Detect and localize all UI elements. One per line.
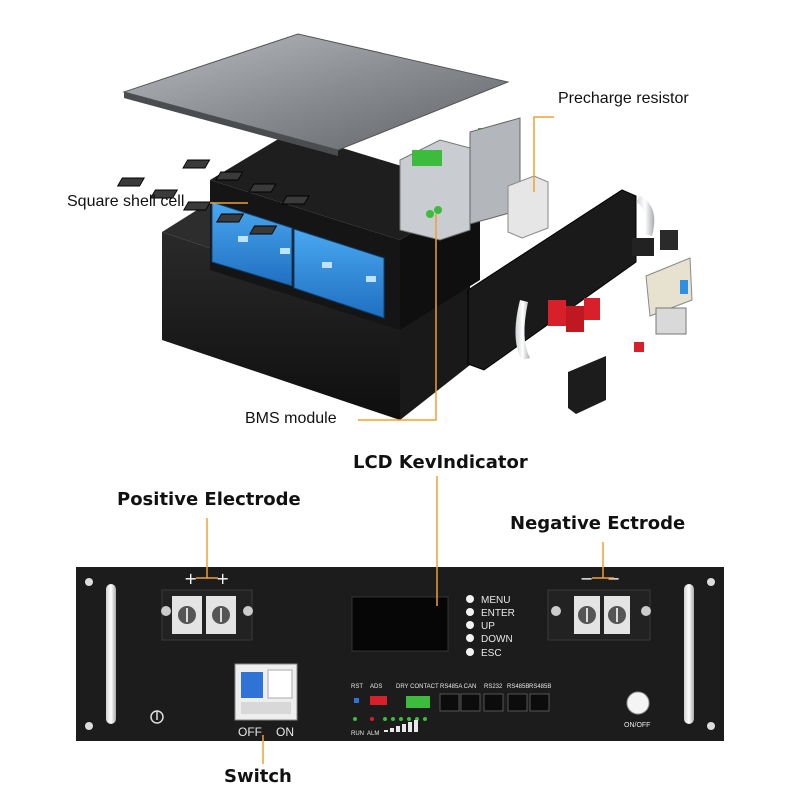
- ads-dip-switch[interactable]: [370, 696, 387, 705]
- top-lid-edge: [124, 92, 338, 156]
- connector-part: [660, 230, 678, 250]
- rack-hole: [85, 578, 93, 586]
- bms-connector: [434, 206, 442, 214]
- rs485a-can-label: RS485A CAN: [440, 684, 476, 690]
- bms-pcb: [412, 150, 442, 166]
- terminal-block: [655, 307, 687, 335]
- cell-busbars: [116, 159, 310, 235]
- negative-terminal: [547, 589, 651, 641]
- enter-button[interactable]: [466, 608, 474, 616]
- down-button[interactable]: [466, 634, 474, 642]
- negative-electrode-label: Negative Ectrode: [510, 513, 686, 534]
- menu-button[interactable]: [466, 595, 474, 603]
- precharge-resistor-label: Precharge resistor: [558, 90, 689, 107]
- square-shell-cell: [211, 201, 293, 287]
- circuit-breaker[interactable]: [234, 663, 298, 721]
- bms-connector: [426, 210, 434, 218]
- rack-ear-right: [698, 567, 724, 741]
- front-plate: [467, 189, 637, 371]
- rs232-label: RS232: [484, 684, 503, 690]
- switch-label: Switch: [224, 766, 292, 787]
- battery-enclosure: [162, 232, 400, 420]
- panel-handle-left: [106, 584, 116, 724]
- callout-leaders-top: [210, 116, 554, 421]
- rs485a-port[interactable]: [439, 693, 460, 712]
- callout-leaders-bottom: [196, 476, 614, 764]
- esc-button[interactable]: [466, 648, 474, 656]
- panel-handle-right: [684, 584, 694, 724]
- power-button-label: ON/OFF: [624, 722, 650, 729]
- power-button[interactable]: [626, 691, 650, 715]
- rs232-port[interactable]: [483, 693, 504, 712]
- lcd-screen: [351, 596, 449, 652]
- connector-part: [632, 238, 654, 256]
- display-module: [568, 356, 606, 414]
- rack-ear-left: [76, 567, 102, 741]
- alm-led-label: ALM: [367, 731, 379, 737]
- rs485b-port[interactable]: [507, 693, 528, 712]
- precharge-resistor: [507, 175, 549, 239]
- can-port[interactable]: [460, 693, 481, 712]
- ads-label: ADS: [370, 684, 382, 690]
- rack-hole: [85, 722, 93, 730]
- bms-module-label: BMS module: [245, 410, 337, 427]
- rear-handle: [636, 196, 655, 236]
- positive-terminal: [161, 589, 253, 641]
- square-shell-cell-label: Square shell cell: [67, 193, 185, 210]
- enter-button-label: ENTER: [481, 608, 515, 619]
- menu-button-label: MENU: [481, 595, 510, 606]
- square-shell-cell: [293, 228, 385, 319]
- rack-hole: [707, 722, 715, 730]
- soc-bar-indicator: [384, 720, 418, 732]
- rs485b-label: RS485B: [529, 684, 551, 690]
- breaker-off-label: OFF: [238, 725, 262, 739]
- exploded-view: [116, 33, 693, 420]
- cell-terminals: [238, 236, 376, 282]
- rs485b-label: RS485B: [507, 684, 529, 690]
- dry-contact-terminal[interactable]: [406, 696, 430, 708]
- run-led-label: RUN: [351, 731, 364, 737]
- up-button[interactable]: [466, 621, 474, 629]
- small-red-part: [634, 342, 644, 352]
- positive-electrode-label: Positive Electrode: [117, 489, 301, 510]
- lcd-key-indicator-label: LCD KevIndicator: [353, 452, 528, 473]
- rs485b-port[interactable]: [529, 693, 550, 712]
- breaker-on-label: ON: [276, 725, 294, 739]
- terminal-bracket: [645, 257, 693, 317]
- front-panel: MENU ENTER UP DOWN ESC OFF ON RST ADS DR…: [76, 567, 724, 741]
- esc-button-label: ESC: [481, 648, 502, 659]
- down-button-label: DOWN: [481, 634, 513, 645]
- rst-button[interactable]: [354, 698, 359, 703]
- fuse-part: [680, 280, 688, 294]
- red-terminals: [548, 298, 600, 332]
- positive-symbol: +: [216, 569, 229, 588]
- positive-symbol: +: [184, 569, 197, 588]
- dry-contact-label: DRY CONTACT: [396, 684, 439, 690]
- top-lid: [122, 33, 510, 151]
- front-handle: [515, 300, 530, 360]
- port-labels: RST ADS DRY CONTACT RS485A CAN RS232 RS4…: [351, 684, 551, 690]
- up-button-label: UP: [481, 621, 495, 632]
- rst-label: RST: [351, 684, 363, 690]
- menu-button-group: MENU ENTER UP DOWN ESC: [466, 595, 515, 659]
- rack-hole: [707, 578, 715, 586]
- negative-symbol: −: [580, 569, 593, 588]
